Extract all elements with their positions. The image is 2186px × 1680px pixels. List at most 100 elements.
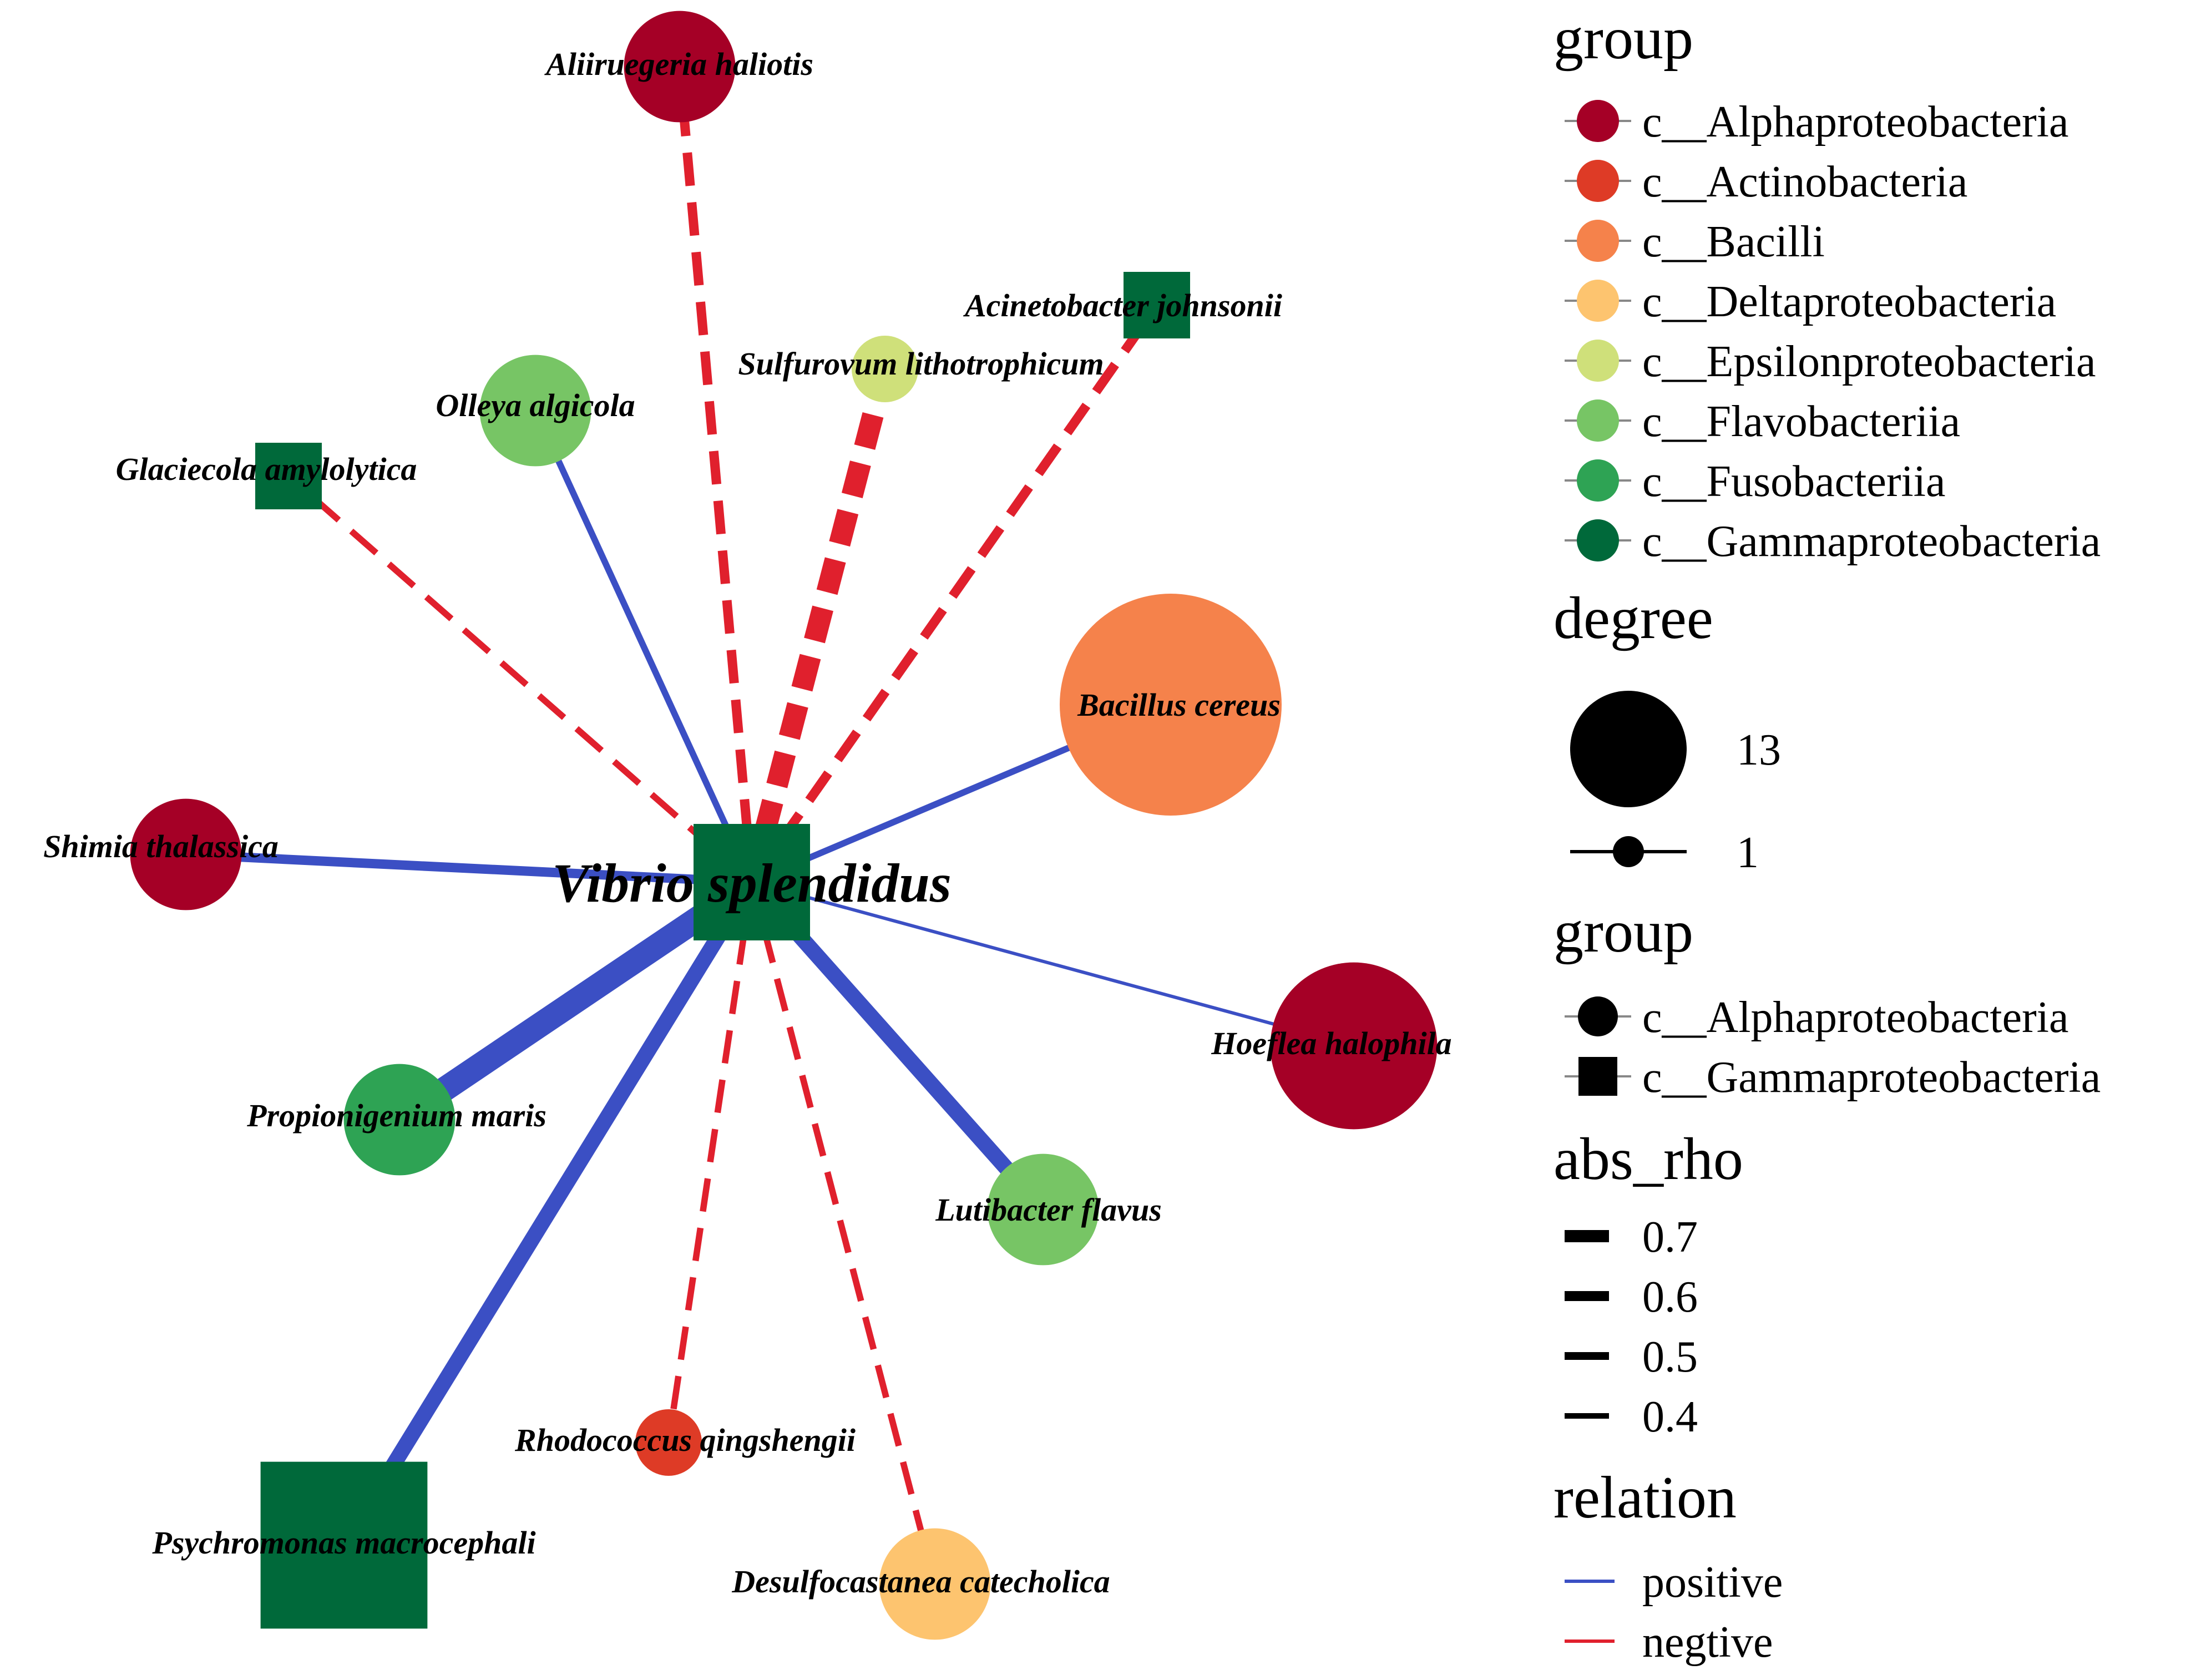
node-olleya [479, 355, 591, 467]
node-psychromonas [260, 1461, 428, 1629]
edge-hoeflea [751, 881, 1354, 1048]
legend-group-item: c__Actinobacteria [1565, 158, 1967, 206]
legend-degree-sizes: 13 1 [1570, 691, 1781, 877]
node-label-glaciecola: Glaciecola amylolytica [116, 451, 417, 487]
node-hoeflea [1270, 962, 1438, 1130]
legend-group-swatch [1577, 100, 1619, 142]
legend-group-label: c__Fusobacteriia [1642, 457, 1945, 506]
legend-degree-swatch [1613, 836, 1644, 867]
node-label-psychromonas: Psychromonas macrocephali [151, 1525, 535, 1561]
legend-shape-item: c__Gammaproteobacteria [1565, 1053, 2101, 1102]
legend-group-shapes: c__Alphaproteobacteria c__Gammaproteobact… [1565, 993, 2101, 1102]
legend-group-label: c__Actinobacteria [1642, 158, 1967, 206]
legend-group-item: c__Epsilonproteobacteria [1565, 337, 2096, 386]
legend-rho-item: 0.6 [1565, 1273, 1698, 1322]
legend-group-label: c__Bacilli [1642, 217, 1825, 266]
legend-group-swatch [1577, 459, 1619, 502]
legend-group-label: c__Epsilonproteobacteria [1642, 337, 2096, 386]
legend-group-swatch [1577, 160, 1619, 202]
legend-rho-label: 0.4 [1642, 1393, 1698, 1441]
legend-degree-item: 1 [1570, 828, 1759, 877]
legend-group-item: c__Bacilli [1565, 217, 1825, 266]
node-label-rhodococcus: Rhodococcus qingshengii [514, 1422, 856, 1458]
center-node-label: Vibrio splendidus [552, 852, 952, 914]
legend-group-item: c__Fusobacteriia [1565, 457, 1945, 506]
edge-psychromonas [337, 878, 758, 1550]
node-label-hoeflea: Hoeflea halophila [1211, 1025, 1451, 1061]
legend-group-colors: c__Alphaproteobacteria c__Actinobacteriac… [1565, 98, 2101, 566]
legend-group-swatch [1577, 220, 1619, 262]
edge-sulfurovum [741, 366, 895, 885]
center-node-square [694, 824, 810, 940]
edge-aliiruegeria [675, 66, 757, 883]
node-propionigenium [343, 1064, 456, 1176]
square-shape-icon [1578, 1057, 1617, 1096]
legend-degree-label: 13 [1737, 726, 1781, 775]
edge-acinetobacter [748, 302, 1161, 885]
node-label-sulfurovum: Sulfurovum lithotrophicum [738, 346, 1104, 382]
edge-rhodococcus [665, 882, 755, 1443]
node-shimia [130, 798, 242, 910]
node-rhodococcus [635, 1409, 702, 1476]
legend-rho-label: 0.6 [1642, 1273, 1698, 1322]
legend-group-swatch [1577, 280, 1619, 322]
legend-shape-item: c__Alphaproteobacteria [1565, 993, 2069, 1042]
node-label-acinetobacter: Acinetobacter johnsonii [963, 287, 1282, 323]
legend-group-label: c__Deltaproteobacteria [1642, 277, 2056, 326]
node-lutibacter [987, 1153, 1099, 1266]
legend-rho-label: 0.7 [1642, 1213, 1698, 1262]
legend-shape-label: c__Alphaproteobacteria [1642, 993, 2069, 1042]
node-label-olleya: Olleya algicola [436, 387, 635, 423]
legend-group-item: c__Alphaproteobacteria [1565, 98, 2069, 146]
legend-group-label: c__Alphaproteobacteria [1642, 98, 2069, 146]
legend-rho-title: abs_rho [1554, 1126, 1743, 1192]
edge-olleya [532, 409, 755, 884]
legend-degree-title: degree [1554, 585, 1713, 651]
node-desulfocastanea [879, 1528, 991, 1640]
edge-propionigenium [392, 872, 759, 1130]
node-label-bacillus: Bacillus cereus [1077, 687, 1281, 723]
legend-rho-item: 0.5 [1565, 1333, 1698, 1382]
node-glaciecola [255, 443, 322, 509]
edge-shimia [185, 849, 752, 887]
legend-group-label: c__Flavobacteriia [1642, 397, 1960, 446]
legend-group-item: c__Deltaproteobacteria [1565, 277, 2056, 326]
node-label-aliiruegeria: Aliiruegeria haliotis [544, 46, 813, 82]
center-node: Vibrio splendidus [552, 824, 952, 940]
edge-desulfocastanea [748, 881, 938, 1585]
legend-group-item: c__Flavobacteriia [1565, 397, 1960, 446]
legend-shape-label: c__Gammaproteobacteria [1642, 1053, 2101, 1102]
legend-relation-label: negtive [1642, 1618, 1773, 1667]
legend-relation-item: positive [1565, 1558, 1783, 1607]
node-acinetobacter [1124, 272, 1190, 338]
legend-group-swatch [1577, 399, 1619, 442]
node-layer [130, 11, 1438, 1640]
legend-group-item: c__Gammaproteobacteria [1565, 517, 2101, 566]
legend: group c__Alphaproteobacteria c__Actinobac… [1554, 6, 2101, 1667]
node-label-lutibacter: Lutibacter flavus [935, 1192, 1162, 1228]
legend-rho-item: 0.7 [1565, 1213, 1698, 1262]
node-label-shimia: Shimia thalassica [43, 828, 279, 864]
legend-shape-title: group [1554, 899, 1693, 965]
circle-shape-icon [1578, 996, 1618, 1036]
legend-group-title: group [1554, 6, 1693, 72]
legend-rho-label: 0.5 [1642, 1333, 1698, 1382]
node-sulfurovum [852, 336, 918, 402]
legend-rho-item: 0.4 [1565, 1393, 1698, 1441]
legend-relation-item: negtive [1565, 1618, 1773, 1667]
legend-group-swatch [1577, 519, 1619, 561]
legend-group-label: c__Gammaproteobacteria [1642, 517, 2101, 566]
node-label-propionigenium: Propionigenium maris [246, 1097, 546, 1134]
legend-degree-swatch [1570, 691, 1687, 807]
legend-relation-title: relation [1554, 1465, 1737, 1531]
node-label-desulfocastanea: Desulfocastanea catecholica [731, 1563, 1110, 1600]
legend-group-swatch [1577, 340, 1619, 382]
legend-relation-label: positive [1642, 1558, 1783, 1607]
legend-degree-item: 13 [1570, 691, 1781, 807]
legend-degree-label: 1 [1737, 828, 1759, 877]
edge-glaciecola [286, 473, 754, 885]
legend-relation: positive negtive [1565, 1558, 1783, 1667]
node-bacillus [1060, 594, 1282, 816]
